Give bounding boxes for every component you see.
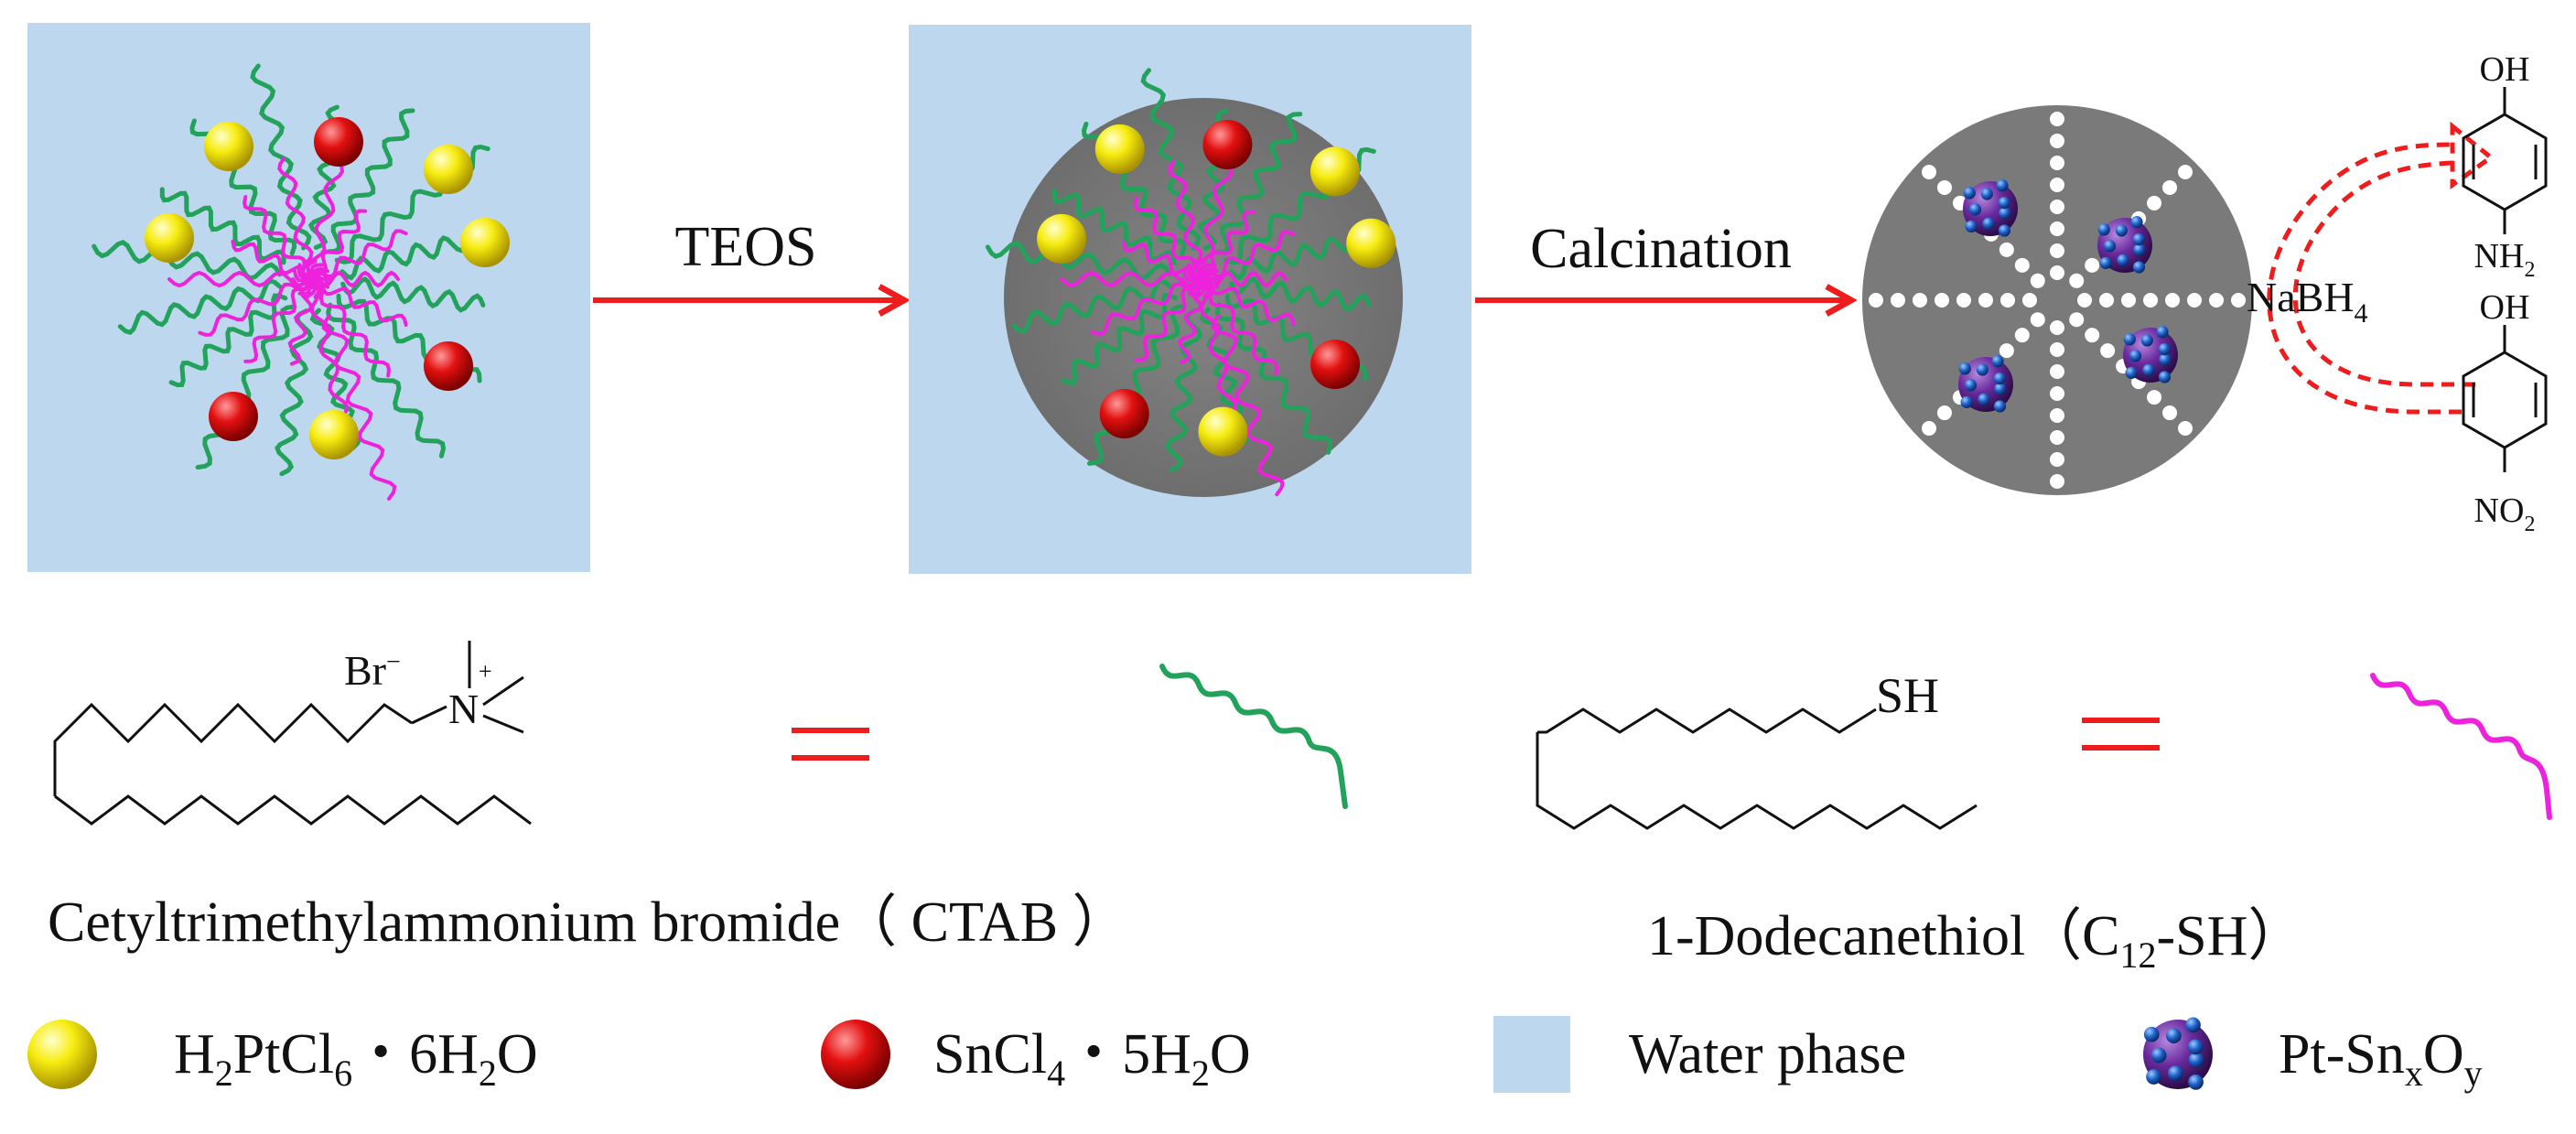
ctab-nitrogen: N: [448, 686, 479, 732]
thiol-name: 1-Dodecanethiol（C12-SH）: [1647, 905, 2304, 976]
ctab-charge: +: [479, 658, 492, 685]
reduction-dashed-arrow-inner: [2267, 142, 2462, 415]
pt-snxoy-clusters: [1958, 179, 2178, 413]
thiol-structure: SH: [1536, 668, 1978, 830]
nitrophenol-structure: OH NO2: [2462, 288, 2548, 536]
nabh4-label: NaBH4: [2247, 274, 2368, 329]
reduction-dashed-arrow: [2292, 160, 2475, 387]
calcination-label: Calcination: [1530, 218, 1792, 280]
svg-text:NO2: NO2: [2474, 491, 2536, 536]
aminophenol-structure: OH NH2: [2462, 50, 2548, 282]
legend-product-label: Pt-SnxOy: [2279, 1023, 2483, 1094]
legend-pt-ball: [27, 1020, 97, 1089]
mixed-micelle: [92, 63, 510, 501]
svg-text:OH: OH: [2480, 288, 2530, 327]
thiol-equals: [2082, 718, 2160, 751]
legend-sn-ball: [821, 1020, 890, 1089]
legend-sn-label: SnCl4・5H2O: [933, 1023, 1251, 1094]
legend-product-icon: [2143, 1017, 2213, 1090]
reduction-arrowhead: [2450, 121, 2495, 189]
thiol-chain-symbol: [2370, 673, 2552, 820]
legend-water-label: Water phase: [1629, 1023, 1906, 1085]
teos-label: TEOS: [675, 216, 817, 278]
ctab-equals: [792, 728, 869, 761]
legend-water-swatch: [1493, 1016, 1570, 1093]
ctab-name: Cetyltrimethylammonium bromide（ CTAB ）: [48, 891, 1129, 954]
ctab-bromide: Br−: [344, 647, 401, 694]
thiol-sh: SH: [1876, 668, 1939, 723]
ctab-structure: N + Br−: [53, 641, 532, 826]
legend-pt-label: H2PtCl6・6H2O: [174, 1023, 538, 1094]
ctab-chain-symbol: [1159, 664, 1348, 809]
svg-text:NH2: NH2: [2474, 237, 2536, 282]
svg-text:OH: OH: [2480, 50, 2530, 89]
templated-silica-micelle: [985, 68, 1396, 497]
